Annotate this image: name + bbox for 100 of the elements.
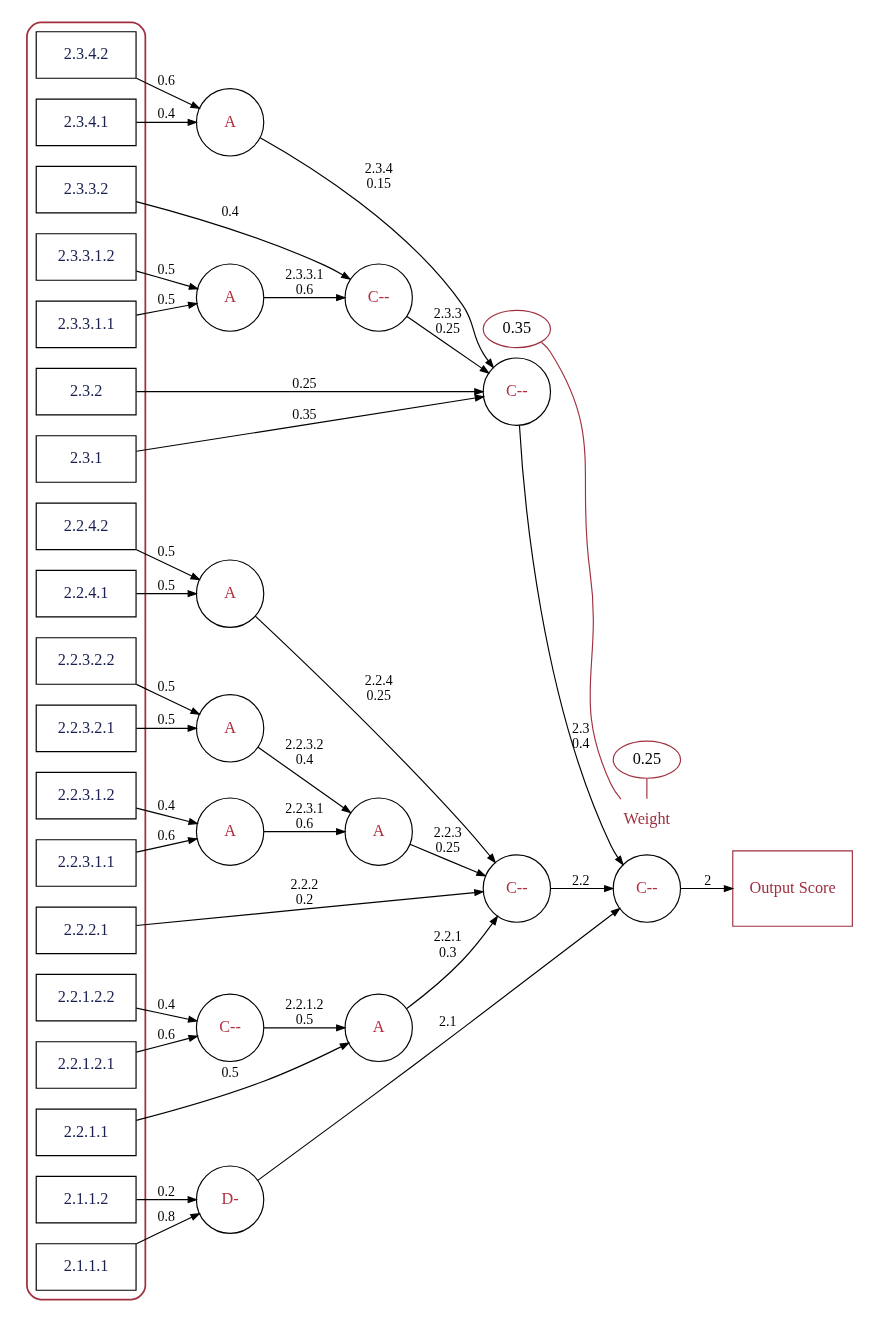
edge-label: 0.6 — [295, 815, 313, 831]
arrow — [263, 1024, 347, 1032]
node-box: 2.2.3.1.1 — [35, 839, 137, 887]
node-box: 2.3.4.1 — [35, 98, 137, 147]
arrow — [135, 807, 199, 825]
node-box: 2.2.1.2.1 — [35, 1041, 137, 1089]
edge-label: 2.1 — [438, 1014, 456, 1030]
edge-label: 0.4 — [157, 106, 175, 122]
edge-label: 0.4 — [571, 735, 589, 751]
arrow — [135, 270, 199, 290]
arrow — [135, 1196, 198, 1204]
edge-label: 0.5 — [220, 1065, 239, 1081]
edge-label: 0.6 — [157, 1027, 175, 1042]
edge-label: 0.5 — [157, 292, 175, 308]
edge-label: 0.4 — [157, 996, 175, 1012]
edge-label: 2.2.1.2 — [284, 996, 324, 1012]
arrow — [135, 301, 198, 316]
edge-label: 0.5 — [157, 678, 175, 694]
node-circle: A — [195, 694, 264, 763]
node-circle: D- — [195, 1165, 264, 1234]
edge-label: 0.5 — [157, 261, 175, 277]
arrow — [135, 118, 198, 126]
arrow — [518, 424, 624, 866]
edge-label: 2.3.3.1 — [284, 266, 324, 282]
node-text: Weight — [623, 810, 670, 829]
arrow — [549, 884, 615, 893]
node-box: 2.2.3.2.2 — [35, 637, 137, 685]
node-box: 2.3.3.1.2 — [35, 233, 137, 281]
edge-label: 0.25 — [435, 840, 460, 856]
node-ellipse: 0.25 — [612, 740, 681, 779]
edge-label: 0.35 — [291, 407, 317, 423]
node-box: 2.2.4.1 — [35, 569, 137, 618]
arrow — [135, 590, 198, 598]
node-box: 2.2.1.1 — [35, 1108, 137, 1157]
arrow — [135, 1034, 199, 1053]
edge-label: 0.8 — [157, 1209, 175, 1225]
node-box: 2.2.3.1.2 — [35, 771, 137, 820]
edge-label: 0.4 — [157, 798, 175, 814]
node-box: 2.3.2 — [35, 367, 137, 416]
node-box: 2.2.1.2.2 — [35, 973, 137, 1022]
node-circle: A — [343, 993, 413, 1063]
arrow — [679, 884, 734, 893]
connector — [540, 341, 622, 800]
node-circle: A — [195, 263, 264, 332]
edge-label: 0.6 — [157, 72, 175, 88]
edge-label: 0.15 — [366, 176, 391, 192]
node-box: 2.3.1 — [35, 435, 137, 483]
node-box: 2.1.1.1 — [35, 1243, 137, 1291]
edge-label: 2.2.3.1 — [284, 800, 324, 816]
node-box: 2.1.1.2 — [35, 1175, 137, 1224]
node-box: 2.2.4.2 — [35, 502, 137, 551]
edge-label: 0.4 — [220, 203, 239, 219]
edge-label: 0.5 — [157, 577, 175, 593]
arrow — [135, 1042, 350, 1121]
edge-label: 2.3.3 — [433, 306, 462, 322]
node-box: 2.2.3.2.1 — [35, 704, 137, 753]
arrow — [257, 746, 352, 814]
arrow — [135, 1007, 198, 1023]
node-box: 2.2.2.1 — [35, 906, 137, 955]
edge-label: 0.6 — [295, 281, 313, 297]
arrow — [135, 888, 485, 927]
arrow — [135, 683, 201, 715]
arrow — [135, 724, 198, 732]
arrow — [135, 201, 351, 280]
node-box: 2.3.3.1.1 — [35, 300, 137, 349]
arrow — [408, 843, 487, 877]
node-circle: A — [195, 797, 264, 866]
arrow — [135, 549, 201, 581]
edge-label: 0.6 — [157, 828, 175, 844]
node-circle: A — [343, 797, 413, 866]
arrow — [263, 828, 347, 836]
node-box: 2.3.4.2 — [35, 31, 137, 79]
arrow — [135, 77, 201, 109]
edge-label: 0.2 — [295, 892, 313, 908]
edge-label: 0.4 — [295, 751, 313, 767]
edge-label: 2.2.1 — [433, 929, 462, 945]
arrow — [135, 388, 485, 396]
edge-label: 2 — [703, 872, 711, 888]
arrow — [263, 293, 347, 302]
node-ellipse: 0.35 — [482, 309, 551, 349]
arrow — [256, 907, 621, 1181]
edge-label: 0.25 — [291, 375, 317, 391]
edge-label: 2.3 — [571, 720, 589, 736]
node-circle: A — [195, 88, 264, 157]
cluster — [25, 21, 146, 1301]
arrow — [254, 615, 496, 864]
node-box: 2.3.3.2 — [35, 165, 137, 214]
edge-label: 2.2.4 — [364, 672, 393, 688]
arrow — [405, 915, 498, 1010]
node-circle: A — [195, 559, 264, 628]
edge-label: 2.2.2 — [289, 877, 318, 893]
node-circle: C-- — [195, 993, 264, 1063]
arrow — [135, 837, 198, 853]
edge-label: 0.2 — [157, 1183, 175, 1199]
arrow — [259, 137, 494, 369]
edge-label: 0.5 — [157, 544, 175, 560]
connector — [645, 778, 647, 800]
edge-label: 2.2.3 — [433, 825, 462, 840]
arrow — [135, 394, 485, 452]
node-box: Output Score — [731, 850, 853, 927]
